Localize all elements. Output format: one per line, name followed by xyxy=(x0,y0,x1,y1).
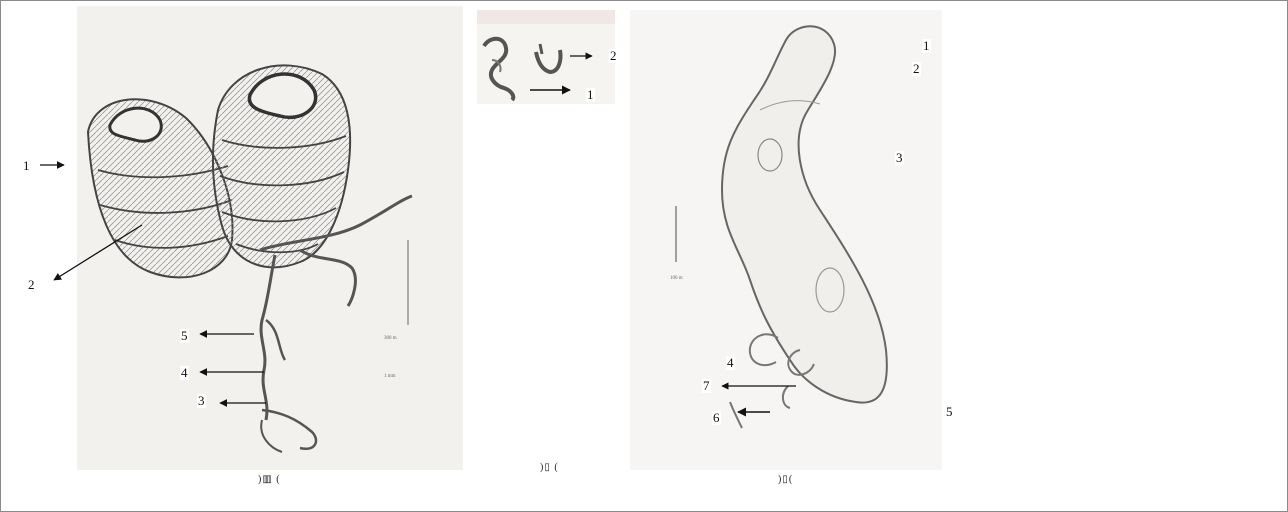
label-c-6: 6 xyxy=(712,411,721,425)
caption-b: )▯ ( xyxy=(540,462,559,473)
label-b-2: 2 xyxy=(609,49,618,63)
label-c-2: 2 xyxy=(912,62,921,76)
panel-a: 1 2 3 4 5 300 m 1 mm )▥ ( xyxy=(0,0,470,500)
panel-b-illustration xyxy=(470,0,630,500)
label-c-4: 4 xyxy=(726,356,735,370)
label-c-1: 1 xyxy=(922,39,931,53)
label-c-3: 3 xyxy=(895,151,904,165)
label-a-1: 1 xyxy=(22,159,31,173)
label-a-2: 2 xyxy=(27,278,36,292)
label-a-3: 3 xyxy=(197,394,206,408)
panel-c: 100 m 1 2 3 4 5 6 7 )▯( xyxy=(630,0,1030,500)
label-b-1: 1 xyxy=(586,88,595,102)
caption-c: )▯( xyxy=(778,474,793,485)
label-c-7: 7 xyxy=(702,379,711,393)
panel-b: 1 2 )▯ ( xyxy=(470,0,630,500)
label-a-4: 4 xyxy=(180,366,189,380)
caption-a: )▥ ( xyxy=(258,474,281,485)
panel-c-illustration xyxy=(630,0,1030,500)
scale-label-a-2: 1 mm xyxy=(384,374,396,379)
panel-a-illustration xyxy=(0,0,470,500)
label-c-5: 5 xyxy=(945,405,954,419)
label-a-5: 5 xyxy=(180,329,189,343)
scale-label-c: 100 m xyxy=(670,276,683,281)
scale-label-a-1: 300 m xyxy=(384,336,397,341)
